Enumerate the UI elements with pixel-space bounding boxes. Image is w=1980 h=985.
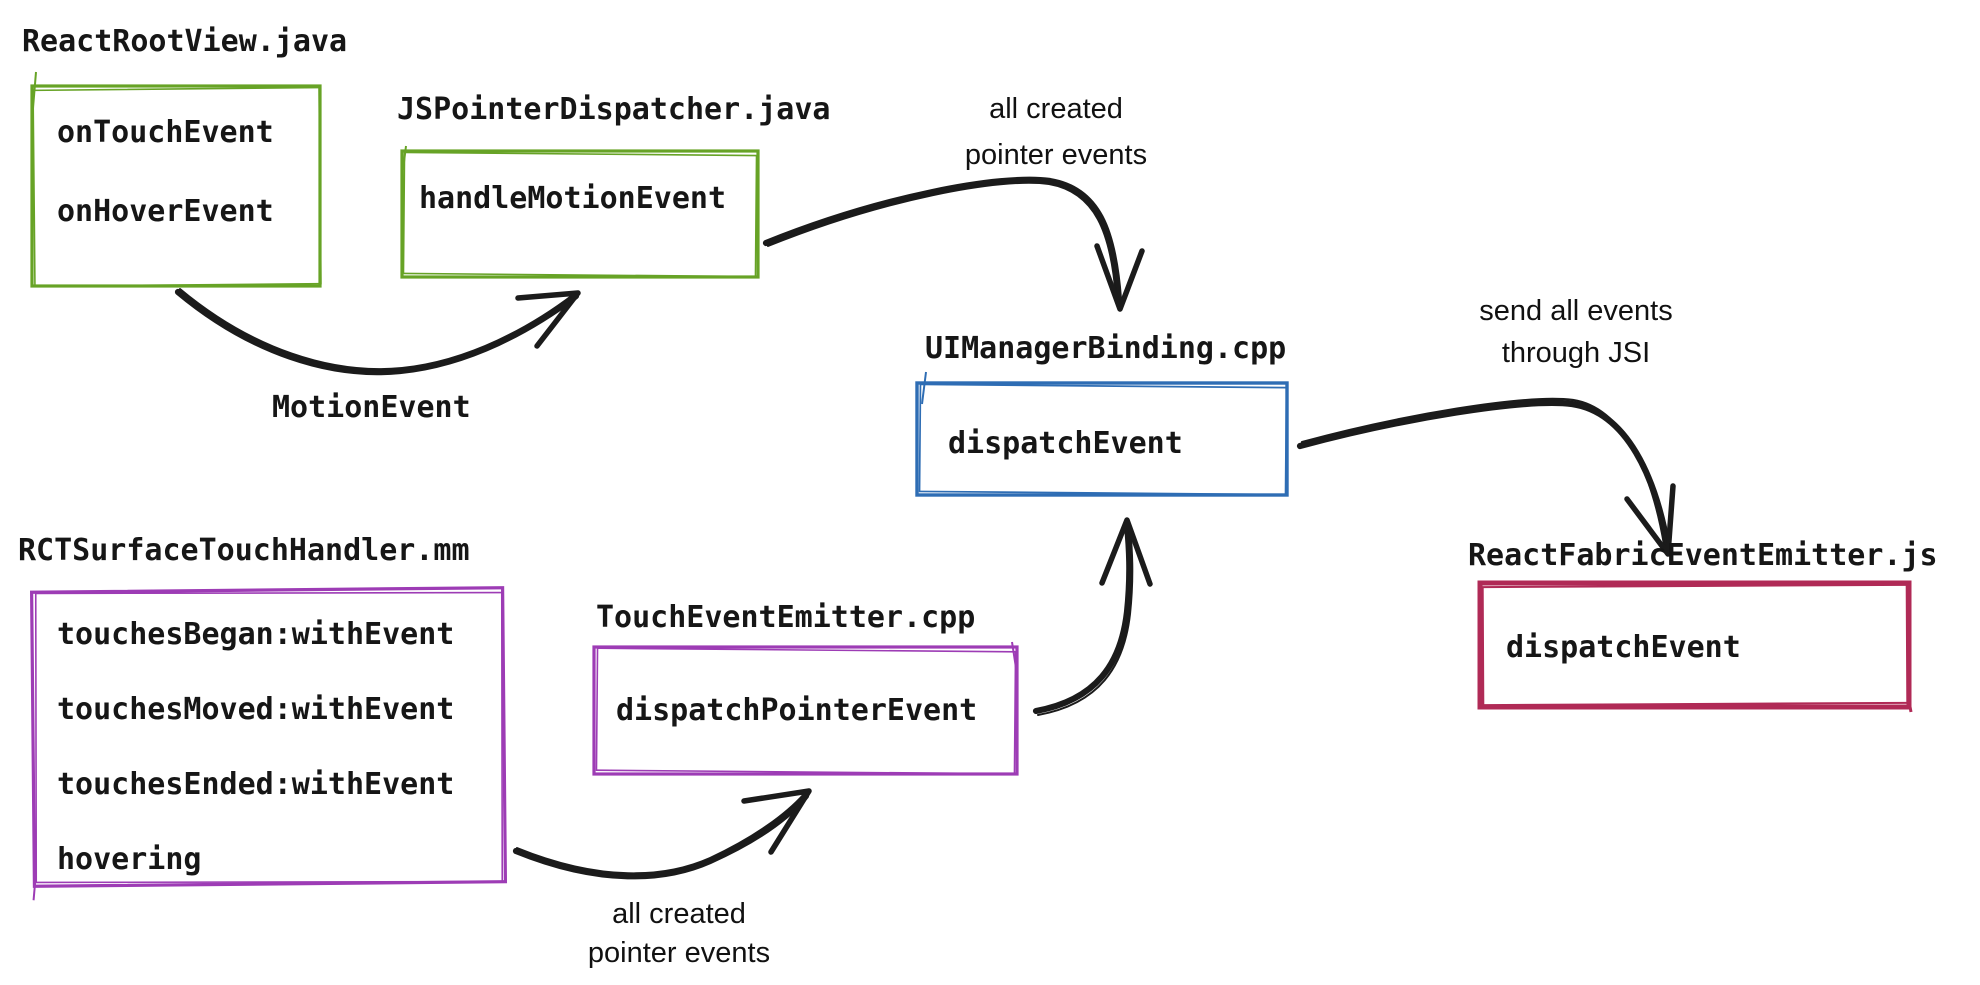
node-label-js-pointer-dispatcher: JSPointerDispatcher.java — [397, 92, 831, 127]
box-corner-tick — [1011, 641, 1017, 669]
edge-label-all-created-pointer-events-top: all created pointer events — [906, 86, 1206, 178]
arrowhead — [1624, 483, 1676, 557]
box-corner-tick — [1906, 695, 1913, 713]
box-outline-sketch — [34, 591, 504, 884]
edge-label-line: pointer events — [587, 937, 771, 969]
node-box-js-pointer-dispatcher — [400, 145, 760, 279]
node-box-ui-manager-binding — [915, 371, 1289, 497]
edge-label-line: all created — [612, 898, 746, 930]
method-dispatch-event-binding: dispatchEvent — [948, 426, 1183, 461]
arrowhead — [1094, 243, 1145, 312]
edge-label-line: send all events — [1479, 295, 1673, 327]
node-label-ui-manager-binding: UIManagerBinding.cpp — [925, 331, 1287, 366]
node-box-rct-surface-touch-handler — [30, 586, 508, 901]
node-label-rct-surface-touch-handler: RCTSurfaceTouchHandler.mm — [18, 533, 470, 568]
box-outline — [1477, 580, 1912, 710]
edge-label-line: all created — [989, 93, 1123, 125]
box-corner-tick — [921, 371, 927, 405]
arrowhead — [515, 290, 581, 349]
edge-label-line: through JSI — [1501, 337, 1651, 369]
arrowhead — [1099, 517, 1153, 587]
box-corner-tick — [32, 71, 37, 109]
box-outline — [30, 586, 508, 888]
method-on-touch-event: onTouchEvent — [57, 115, 274, 150]
edge-label-motion-event: MotionEvent — [272, 390, 471, 425]
box-outline-sketch — [595, 647, 1017, 775]
box-outline — [400, 149, 760, 279]
arrowhead — [741, 788, 812, 855]
method-touches-began: touchesBegan:withEvent — [57, 617, 455, 652]
arrow-dispatch-pointer-event — [1032, 517, 1153, 716]
edge-label-all-created-pointer-events-bottom: all created pointer events — [529, 895, 829, 973]
arrow-all-created-pointer-events-bottom — [512, 788, 812, 880]
box-outline-sketch — [402, 151, 758, 278]
box-outline — [915, 381, 1289, 497]
box-corner-tick — [32, 879, 37, 901]
method-dispatch-event-emitter: dispatchEvent — [1506, 630, 1741, 665]
arrows — [174, 176, 1676, 880]
box-outline — [592, 645, 1019, 776]
node-label-touch-event-emitter: TouchEventEmitter.cpp — [596, 600, 976, 635]
arrow-all-created-pointer-events-top — [762, 176, 1145, 312]
box-outline-sketch — [918, 383, 1288, 496]
node-box-touch-event-emitter — [592, 641, 1019, 776]
node-box-react-fabric-event-emitter — [1477, 580, 1913, 713]
node-label-react-fabric-event-emitter: ReactFabricEventEmitter.js — [1468, 538, 1938, 573]
method-hovering: hovering — [57, 842, 202, 877]
box-outline-sketch — [1481, 583, 1909, 707]
edge-label-line: pointer events — [964, 139, 1148, 171]
method-touches-ended: touchesEnded:withEvent — [57, 767, 455, 802]
method-dispatch-pointer-event: dispatchPointerEvent — [616, 693, 978, 728]
method-handle-motion-event: handleMotionEvent — [419, 181, 727, 216]
edge-label-send-through-jsi: send all events through JSI — [1426, 290, 1726, 374]
method-on-hover-event: onHoverEvent — [57, 194, 274, 229]
box-corner-tick — [402, 145, 407, 171]
arrow-send-through-jsi — [1296, 397, 1676, 557]
node-box-react-root-view — [30, 71, 322, 288]
node-label-react-root-view: ReactRootView.java — [22, 24, 348, 59]
method-touches-moved: touchesMoved:withEvent — [57, 692, 455, 727]
arrow-motion-event — [174, 288, 581, 376]
box-outline-sketch — [32, 86, 322, 288]
